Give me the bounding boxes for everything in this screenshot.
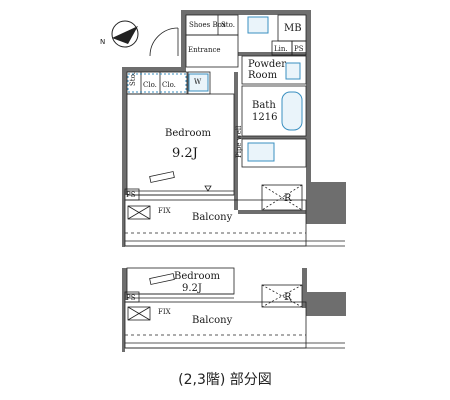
lower-walls <box>122 268 346 352</box>
pipe-well-label: Pipe well <box>235 125 243 158</box>
balcony-label: Balcony <box>192 212 233 223</box>
r-lower-label: R <box>284 292 292 303</box>
r-label: R <box>284 193 292 204</box>
balcony-lower-label: Balcony <box>192 315 233 326</box>
entrance-label: Entrance <box>188 46 221 54</box>
upper-lines <box>124 14 345 247</box>
ps-top-label: PS <box>294 45 304 53</box>
lower-labels: Bedroom 9.2J PS FIX Balcony R <box>126 271 292 326</box>
floor-caption: (2,3階) 部分図 <box>178 372 272 388</box>
lower-lines <box>124 267 345 349</box>
powder-room-label-1: Powder <box>248 59 286 70</box>
bedroom-label: Bedroom <box>165 128 211 139</box>
sto-top-label: Sto. <box>221 21 235 29</box>
north-label: N <box>100 38 105 46</box>
bathtub-fixture <box>281 91 303 131</box>
upper-fixtures <box>127 16 303 162</box>
bath-label-1: Bath <box>252 100 276 111</box>
upper-labels: MB Shoes Box Sto. Entrance Lin. PS Powde… <box>126 21 304 223</box>
bedroom-lower-label: Bedroom <box>174 271 220 282</box>
washer-fixture <box>188 73 209 92</box>
shoes-box-label: Shoes Box <box>189 21 226 29</box>
mb-label: MB <box>284 23 302 34</box>
clo-2-label: Clo. <box>162 81 176 89</box>
upper-walls <box>122 10 346 247</box>
wm-label: W <box>194 78 202 86</box>
ps-lower-label: PS <box>126 294 136 302</box>
sink-fixture <box>247 16 269 34</box>
kitchen-sink-fixture <box>247 142 275 162</box>
bath-label-2: 1216 <box>252 112 277 123</box>
clo-1-label: Clo. <box>143 81 157 89</box>
ps-left-label: PS <box>126 191 136 199</box>
fix-lower-label: FIX <box>158 308 171 316</box>
basin-fixture <box>285 62 301 80</box>
bedroom-lower-size-label: 9.2J <box>182 283 202 294</box>
sto-left-label: Sto. <box>129 72 137 86</box>
fix-label: FIX <box>158 207 171 215</box>
lin-label: Lin. <box>274 45 288 53</box>
bedroom-size-label: 9.2J <box>172 146 198 161</box>
powder-room-label-2: Room <box>248 70 278 81</box>
north-compass: N <box>100 20 139 48</box>
